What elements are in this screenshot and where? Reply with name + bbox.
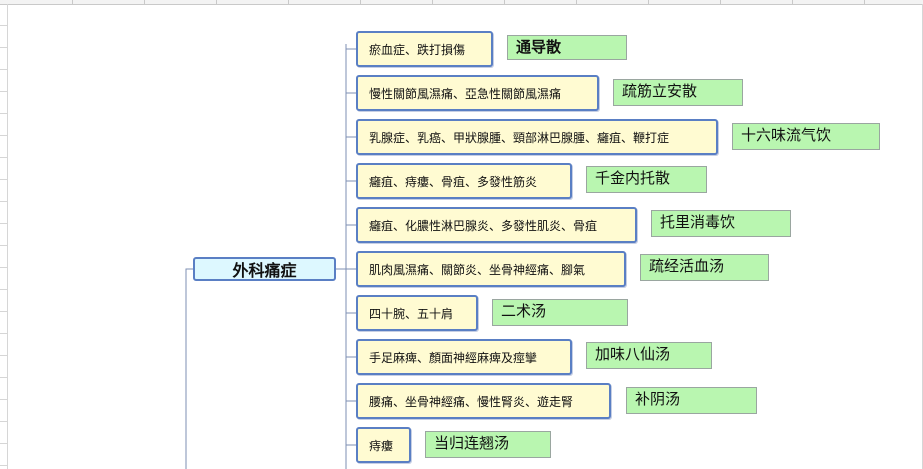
- column-divider: [288, 0, 289, 4]
- branch-label: 腰痛、坐骨神經痛、慢性腎炎、遊走腎: [369, 394, 574, 409]
- column-divider: [720, 0, 721, 4]
- remedy-label: 千金内托散: [595, 169, 671, 187]
- remedy-label: 加味八仙汤: [595, 345, 671, 363]
- branch-node[interactable]: 慢性關節風濕痛、亞急性關節風濕痛: [356, 75, 599, 111]
- remedy-label: 疏筋立安散: [622, 82, 698, 100]
- column-divider: [216, 0, 217, 4]
- column-divider: [648, 0, 649, 4]
- remedy-note[interactable]: 疏筋立安散: [613, 79, 743, 106]
- branch-label: 四十腕、五十肩: [369, 306, 454, 321]
- branch-label: 乳腺症、乳癌、甲狀腺腫、頸部淋巴腺腫、癰疽、鞭打症: [369, 130, 670, 145]
- branch-label: 痔瘻: [369, 438, 394, 453]
- branch-node[interactable]: 痔瘻: [356, 427, 411, 463]
- branch-node[interactable]: 癰疽、痔瘻、骨疽、多發性筋炎: [356, 163, 572, 199]
- root-connector-left: [185, 268, 193, 469]
- remedy-note[interactable]: 补阴汤: [626, 387, 757, 414]
- column-divider: [576, 0, 577, 4]
- remedy-label: 通导散: [516, 38, 562, 56]
- remedy-note[interactable]: 托里消毒饮: [651, 210, 791, 237]
- column-divider: [432, 0, 433, 4]
- branch-label: 癰疽、痔瘻、骨疽、多發性筋炎: [369, 174, 538, 189]
- remedy-note[interactable]: 十六味流气饮: [732, 123, 880, 150]
- root-node[interactable]: 外科痛症: [193, 257, 336, 281]
- remedy-label: 当归连翘汤: [434, 434, 510, 452]
- remedy-label: 疏经活血汤: [649, 257, 725, 275]
- remedy-label: 托里消毒饮: [660, 213, 736, 231]
- branch-node[interactable]: 腰痛、坐骨神經痛、慢性腎炎、遊走腎: [356, 383, 611, 419]
- remedy-note[interactable]: 加味八仙汤: [586, 342, 712, 369]
- remedy-note[interactable]: 千金内托散: [586, 166, 707, 193]
- column-divider: [360, 0, 361, 4]
- column-divider: [72, 0, 73, 4]
- branch-node[interactable]: 瘀血症、跌打損傷: [356, 31, 493, 67]
- remedy-note[interactable]: 二术汤: [492, 299, 628, 326]
- column-divider: [792, 0, 793, 4]
- column-divider: [504, 0, 505, 4]
- branch-node[interactable]: 癰疽、化膿性淋巴腺炎、多發性肌炎、骨疽: [356, 207, 637, 243]
- branch-label: 癰疽、化膿性淋巴腺炎、多發性肌炎、骨疽: [369, 218, 598, 233]
- remedy-label: 二术汤: [501, 302, 547, 320]
- remedy-label: 补阴汤: [635, 390, 681, 408]
- branch-label: 手足麻痺、顏面神經麻痺及痙攣: [369, 350, 538, 365]
- branch-label: 瘀血症、跌打損傷: [369, 42, 466, 57]
- branch-node[interactable]: 肌肉風濕痛、關節炎、坐骨神經痛、腳氣: [356, 251, 626, 287]
- branch-label: 肌肉風濕痛、關節炎、坐骨神經痛、腳氣: [369, 262, 586, 277]
- remedy-label: 十六味流气饮: [741, 126, 832, 144]
- column-divider: [144, 0, 145, 4]
- spreadsheet-row-header-strip: [0, 4, 8, 469]
- branch-node[interactable]: 四十腕、五十肩: [356, 295, 478, 331]
- remedy-note[interactable]: 通导散: [507, 35, 627, 60]
- column-divider: [864, 0, 865, 4]
- spreadsheet-column-header-strip: [0, 0, 923, 5]
- root-node-label: 外科痛症: [232, 261, 297, 280]
- branch-label: 慢性關節風濕痛、亞急性關節風濕痛: [369, 86, 562, 101]
- branch-node[interactable]: 乳腺症、乳癌、甲狀腺腫、頸部淋巴腺腫、癰疽、鞭打症: [356, 119, 718, 155]
- branch-node[interactable]: 手足麻痺、顏面神經麻痺及痙攣: [356, 339, 572, 375]
- remedy-note[interactable]: 疏经活血汤: [640, 254, 769, 281]
- remedy-note[interactable]: 当归连翘汤: [425, 431, 551, 458]
